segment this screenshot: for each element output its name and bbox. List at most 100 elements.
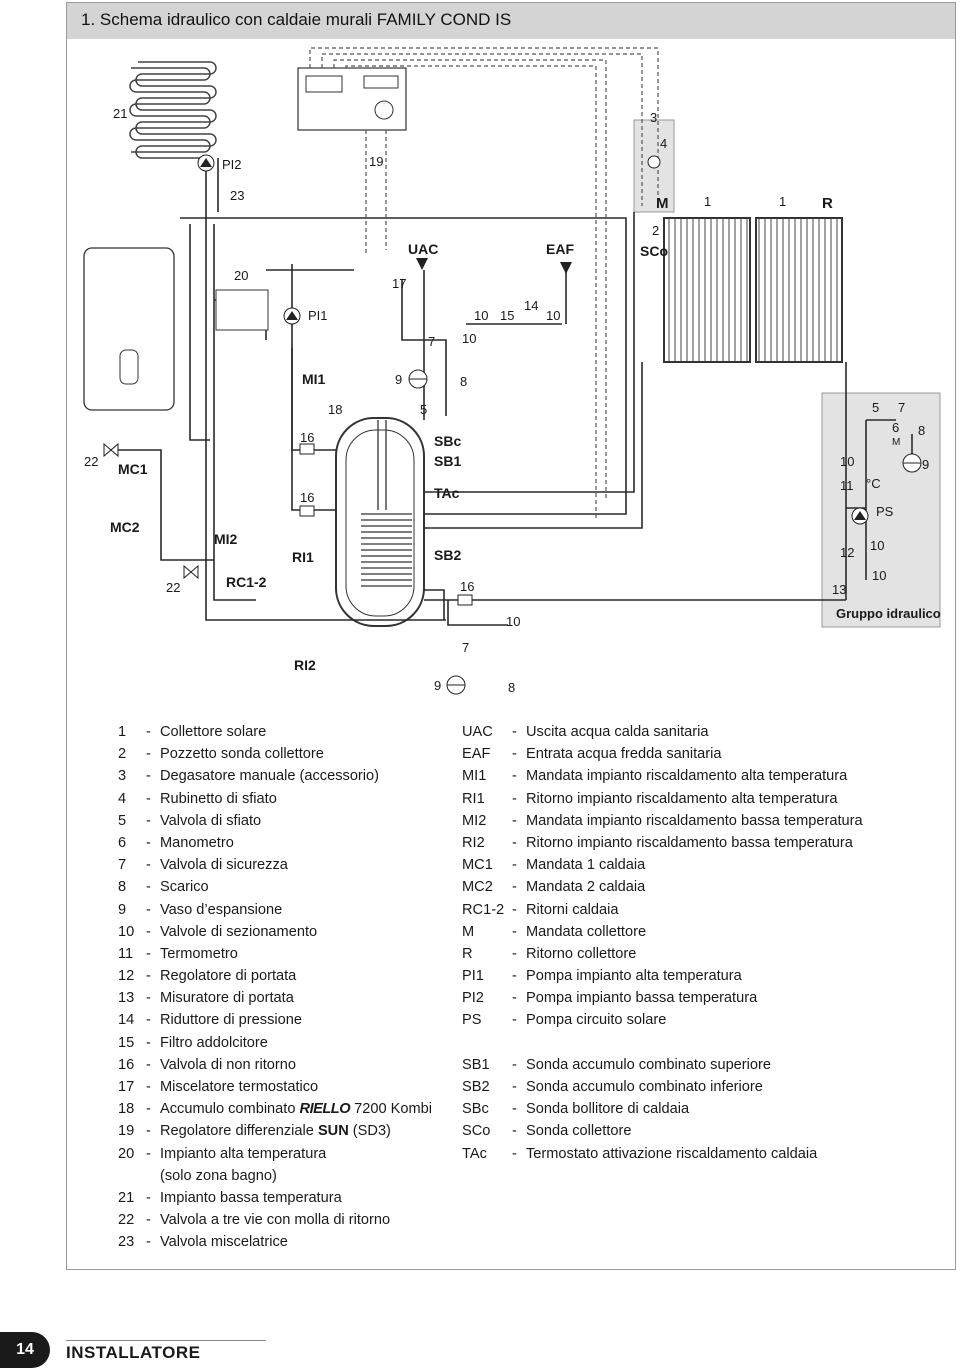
legend-dash: - bbox=[146, 1145, 151, 1162]
legend-dash: - bbox=[512, 746, 517, 763]
legend-text: Valvola di sicurezza bbox=[160, 857, 288, 874]
legend-item: 14-Riduttore di pressione bbox=[118, 1009, 432, 1031]
hydraulic-diagram: 21 PI2 19 3 4 23 M 1 1 R 2 SCo UAC EAF 2… bbox=[83, 47, 941, 695]
legend-text: Ritorno impianto riscaldamento alta temp… bbox=[526, 790, 838, 807]
footer-rule bbox=[66, 1340, 266, 1341]
legend-gap bbox=[462, 1032, 863, 1054]
legend-item: 16-Valvola di non ritorno bbox=[118, 1054, 432, 1076]
legend-item: MC1-Mandata 1 caldaia bbox=[462, 854, 863, 876]
legend-dash: - bbox=[146, 1101, 151, 1118]
brand-name: SUN bbox=[317, 1123, 349, 1140]
sensor-wiring bbox=[309, 47, 659, 520]
legend-number: 2 bbox=[118, 746, 127, 763]
legend-dash: - bbox=[146, 879, 151, 896]
legend-item: 5-Valvola di sfiato bbox=[118, 810, 432, 832]
diagram-labels: 21 PI2 19 3 4 23 M 1 1 R 2 SCo UAC EAF 2… bbox=[84, 106, 941, 695]
legend-number: 23 bbox=[118, 1234, 135, 1251]
legend-code: RC1-2 bbox=[462, 901, 505, 918]
label-g8: 8 bbox=[918, 423, 925, 438]
legend-code: MI1 bbox=[462, 768, 487, 785]
degasser-icon bbox=[647, 155, 661, 169]
legend-text: Mandata 2 caldaia bbox=[526, 879, 646, 896]
label-g10b: 10 bbox=[870, 538, 884, 553]
label-m: M bbox=[656, 195, 669, 212]
section-title: 1. Schema idraulico con caldaie murali F… bbox=[81, 10, 512, 29]
check-valve-16c bbox=[457, 594, 473, 606]
solar-collector-right bbox=[755, 217, 843, 363]
legend-number: 22 bbox=[118, 1212, 135, 1229]
label-22b: 22 bbox=[166, 580, 180, 595]
legend-item: 10-Valvole di sezionamento bbox=[118, 921, 432, 943]
legend-dash bbox=[146, 1165, 160, 1187]
label-g9: 9 bbox=[922, 457, 929, 472]
label-mc2: MC2 bbox=[110, 519, 140, 535]
legend-text: Regolatore differenziale SUN (SD3) bbox=[160, 1123, 391, 1140]
legend-code: MI2 bbox=[462, 812, 487, 829]
label-g12: 12 bbox=[840, 545, 854, 560]
check-valve-16a bbox=[299, 443, 315, 455]
legend-item: 18-Accumulo combinato RIELLO 7200 Kombi bbox=[118, 1098, 432, 1120]
legend-dash: - bbox=[512, 1145, 517, 1162]
label-1b: 1 bbox=[779, 194, 786, 209]
brand-name: RIELLO bbox=[299, 1101, 351, 1118]
label-eaf: EAF bbox=[546, 241, 574, 257]
label-4: 4 bbox=[660, 136, 667, 151]
legend-text: Uscita acqua calda sanitaria bbox=[526, 724, 709, 740]
legend-dash: - bbox=[512, 768, 517, 785]
legend-text: Scarico bbox=[160, 879, 209, 896]
legend-text: Misuratore di portata bbox=[160, 990, 294, 1007]
expansion-vessel-9c bbox=[902, 453, 922, 473]
legend-number: 8 bbox=[118, 879, 127, 896]
label-8a: 8 bbox=[460, 374, 467, 389]
footer-section: INSTALLATORE bbox=[66, 1343, 201, 1362]
legend-code: EAF bbox=[462, 746, 491, 763]
legend-text: Sonda collettore bbox=[526, 1123, 632, 1140]
label-mi1: MI1 bbox=[302, 371, 326, 387]
legend-item: 19-Regolatore differenziale SUN (SD3) bbox=[118, 1120, 432, 1142]
legend-code: TAc bbox=[462, 1145, 487, 1162]
legend-text: Impianto bassa temperatura bbox=[160, 1189, 342, 1206]
label-g5: 5 bbox=[872, 400, 879, 415]
label-uac: UAC bbox=[408, 241, 438, 257]
label-tac: TAc bbox=[434, 485, 460, 501]
page-number-badge: 14 bbox=[0, 1332, 50, 1368]
legend-text: Valvola a tre vie con molla di ritorno bbox=[160, 1212, 391, 1229]
label-16b: 16 bbox=[300, 490, 314, 505]
page-number: 14 bbox=[16, 1341, 34, 1358]
label-10a: 10 bbox=[474, 308, 488, 323]
tank-coil bbox=[361, 420, 412, 587]
label-g13: 13 bbox=[832, 582, 846, 597]
legend-dash: - bbox=[512, 857, 517, 874]
legend-code: M bbox=[462, 923, 475, 940]
legend-code: R bbox=[462, 945, 473, 962]
legend-item: 8 -Scarico bbox=[118, 876, 432, 898]
legend-dash: - bbox=[146, 812, 151, 829]
legend-item: 6-Manometro bbox=[118, 832, 432, 854]
legend-text: Impianto alta temperatura bbox=[160, 1145, 327, 1162]
legend-dash: - bbox=[146, 990, 151, 1007]
label-pi1: PI1 bbox=[308, 308, 328, 323]
legend-text: Pompa impianto alta temperatura bbox=[526, 968, 742, 985]
legend-dash: - bbox=[512, 968, 517, 985]
label-20: 20 bbox=[234, 268, 248, 283]
pump-ps bbox=[851, 507, 869, 525]
legend-number: 20 bbox=[118, 1145, 135, 1162]
legend-item: RC1-2-Ritorni caldaia bbox=[462, 899, 863, 921]
label-7a: 7 bbox=[428, 334, 435, 349]
legend-item: 11-Termometro bbox=[118, 943, 432, 965]
label-22a: 22 bbox=[84, 454, 98, 469]
legend-number: 9 bbox=[118, 901, 127, 918]
legend-code: RI2 bbox=[462, 834, 485, 851]
label-18: 18 bbox=[328, 402, 342, 417]
legend-item: 15-Filtro addolcitore bbox=[118, 1032, 432, 1054]
label-3: 3 bbox=[650, 110, 657, 125]
legend-code: MC1 bbox=[462, 857, 493, 874]
legend-item: 20-Impianto alta temperatura bbox=[118, 1143, 432, 1165]
legend-code: UAC bbox=[462, 724, 493, 740]
legend-code: PI2 bbox=[462, 990, 484, 1007]
check-valve-16b bbox=[299, 505, 315, 517]
label-g10c: 10 bbox=[872, 568, 886, 583]
label-9a: 9 bbox=[395, 372, 402, 387]
label-9b: 9 bbox=[434, 678, 441, 693]
legend-text: Pompa circuito solare bbox=[526, 1012, 667, 1029]
